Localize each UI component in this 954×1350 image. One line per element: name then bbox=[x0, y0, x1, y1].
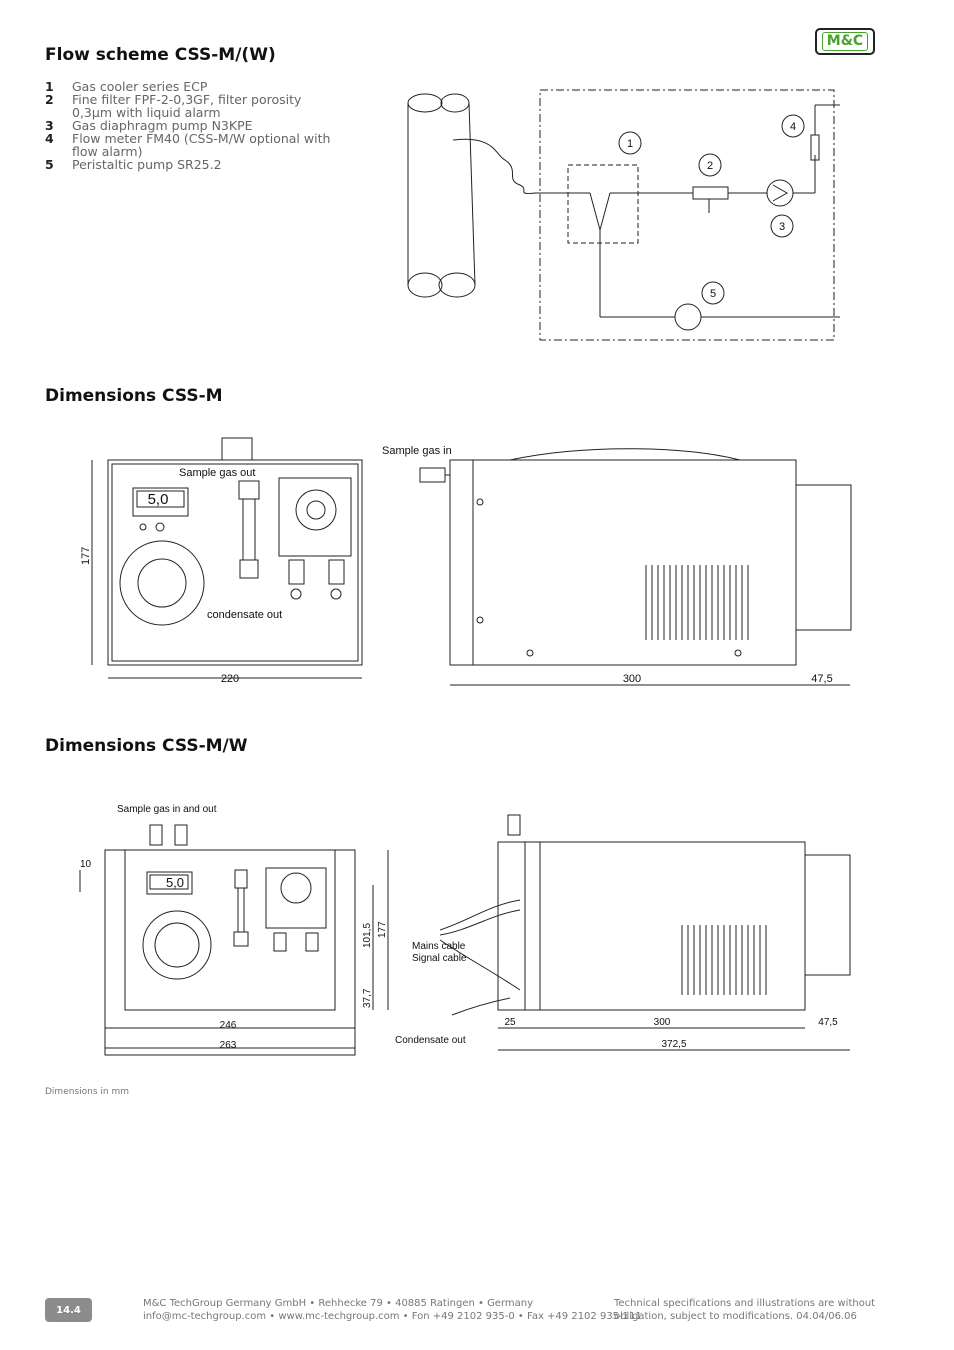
legend-item: 1 Gas cooler series ECP bbox=[45, 80, 345, 93]
legend-item: 3 Gas diaphragm pump N3KPE bbox=[45, 119, 345, 132]
mc-logo: M&C bbox=[815, 28, 875, 55]
legend-number: 4 bbox=[45, 131, 54, 146]
css-mw-dim-300: 300 bbox=[654, 1017, 671, 1028]
legend-text: Gas cooler series ECP bbox=[72, 79, 208, 94]
legend-number: 5 bbox=[45, 157, 54, 172]
callout-1: 1 bbox=[627, 138, 633, 150]
css-mw-front-view: 5,0 Sample gas in and out 10 101,5 177 3… bbox=[79, 804, 389, 1056]
flow-scheme-diagram: 1 2 3 4 5 bbox=[407, 89, 840, 341]
footer-company-line-1: M&C TechGroup Germany GmbH • Rehhecke 79… bbox=[143, 1298, 534, 1309]
css-m-condensate-out-label: condensate out bbox=[207, 609, 282, 621]
legend-number: 3 bbox=[45, 118, 54, 133]
css-m-dim-width: 220 bbox=[221, 673, 239, 685]
css-mw-dim-101: 101,5 bbox=[362, 923, 373, 948]
css-mw-side-view: Mains cable Signal cable Condensate out … bbox=[395, 814, 851, 1051]
css-mw-condensate-out-label: Condensate out bbox=[395, 1035, 466, 1046]
css-mw-dim-263: 263 bbox=[220, 1040, 237, 1051]
css-m-side-view: Sample gas in 300 47,5 bbox=[382, 445, 852, 686]
css-m-dim-height: 177 bbox=[80, 547, 92, 565]
legend-text: Peristaltic pump SR25.2 bbox=[72, 157, 222, 172]
legend-text: Fine filter FPF-2-0,3GF, filter porosity… bbox=[72, 92, 302, 120]
legend-text: Gas diaphragm pump N3KPE bbox=[72, 118, 253, 133]
css-mw-dim-475: 47,5 bbox=[818, 1017, 838, 1028]
css-mw-mains-cable-label: Mains cable bbox=[412, 941, 466, 952]
callout-4: 4 bbox=[790, 121, 796, 133]
css-mw-dim-top: 10 bbox=[80, 859, 92, 870]
css-m-dim-extra: 47,5 bbox=[811, 673, 832, 685]
footer-disclaimer-line-1: Technical specifications and illustratio… bbox=[614, 1298, 876, 1309]
dimensions-note: Dimensions in mm bbox=[45, 1087, 129, 1097]
css-m-sample-gas-in-label: Sample gas in bbox=[382, 445, 452, 457]
footer-disclaimer-line-2: obligation, subject to modifications. 04… bbox=[614, 1311, 857, 1322]
callout-3: 3 bbox=[779, 221, 785, 233]
callout-5: 5 bbox=[710, 288, 716, 300]
flow-scheme-heading: Flow scheme CSS-M/(W) bbox=[45, 45, 276, 65]
dimensions-css-m-heading: Dimensions CSS-M bbox=[45, 386, 223, 406]
css-m-sample-gas-out-label: Sample gas out bbox=[179, 467, 255, 479]
footer-disclaimer: Technical specifications and illustratio… bbox=[614, 1297, 875, 1323]
legend-number: 1 bbox=[45, 79, 54, 94]
css-m-front-view: 5,0 Sample gas out condensate out 177 22… bbox=[80, 437, 363, 685]
css-m-dim-depth: 300 bbox=[623, 673, 641, 685]
css-mw-dim-3725: 372,5 bbox=[661, 1039, 686, 1050]
legend-item: 2 Fine filter FPF-2-0,3GF, filter porosit… bbox=[45, 93, 345, 119]
css-mw-dim-177: 177 bbox=[377, 921, 388, 938]
legend-item: 5 Peristaltic pump SR25.2 bbox=[45, 158, 345, 171]
callout-2: 2 bbox=[707, 160, 713, 172]
footer-company: M&C TechGroup Germany GmbH • Rehhecke 79… bbox=[143, 1297, 642, 1323]
css-mw-dim-246: 246 bbox=[220, 1020, 237, 1031]
css-mw-dim-37: 37,7 bbox=[362, 988, 373, 1008]
css-mw-display-value: 5,0 bbox=[166, 875, 184, 890]
css-m-display-value: 5,0 bbox=[148, 491, 169, 508]
dimensions-css-mw-heading: Dimensions CSS-M/W bbox=[45, 736, 248, 756]
legend-text: Flow meter FM40 (CSS-M/W optional with f… bbox=[72, 131, 331, 159]
page-number-badge: 14.4 bbox=[45, 1298, 92, 1322]
component-legend: 1 Gas cooler series ECP 2 Fine filter FPF-… bbox=[45, 80, 345, 171]
legend-number: 2 bbox=[45, 92, 54, 107]
legend-item: 4 Flow meter FM40 (CSS-M/W optional with … bbox=[45, 132, 345, 158]
css-mw-signal-cable-label: Signal cable bbox=[412, 953, 467, 964]
css-mw-sample-gas-label: Sample gas in and out bbox=[117, 804, 217, 815]
css-mw-dim-25: 25 bbox=[504, 1017, 516, 1028]
mc-logo-text: M&C bbox=[821, 32, 869, 51]
footer-company-line-2: info@mc-techgroup.com • www.mc-techgroup… bbox=[143, 1311, 642, 1322]
